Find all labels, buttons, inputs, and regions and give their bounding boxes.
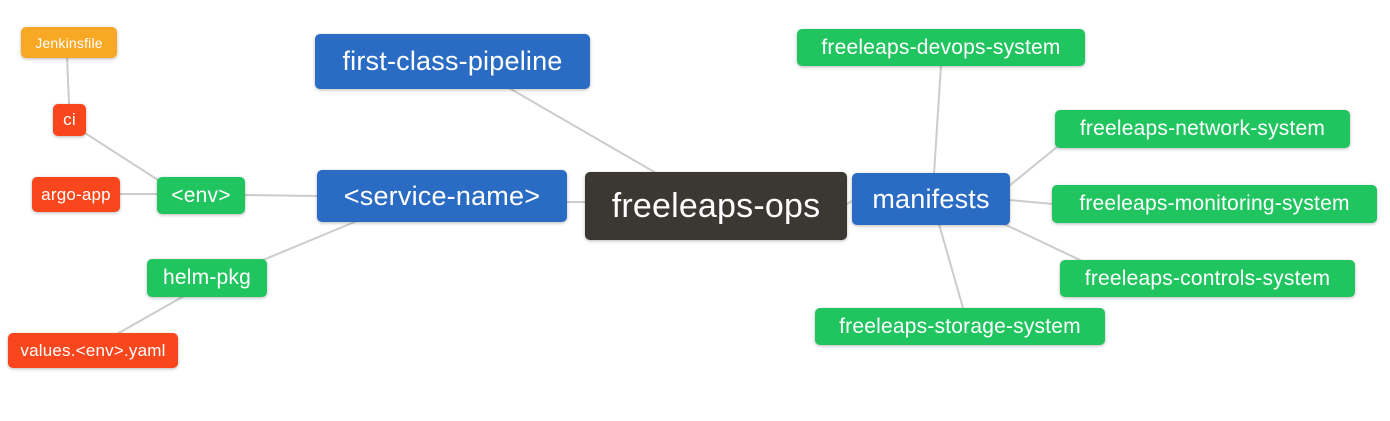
- node-freeleaps-storage-system[interactable]: freeleaps-storage-system: [815, 308, 1105, 345]
- edge-first-class-pipeline-root: [508, 87, 657, 174]
- node-freeleaps-devops-system[interactable]: freeleaps-devops-system: [797, 29, 1085, 66]
- edge-manifests-controls-system: [1003, 223, 1083, 262]
- edge-manifests-storage-system: [938, 223, 964, 309]
- edge-manifests-network-system: [1008, 146, 1058, 187]
- node-env[interactable]: <env>: [157, 177, 245, 214]
- node-freeleaps-network-system[interactable]: freeleaps-network-system: [1055, 110, 1350, 148]
- node-first-class-pipeline[interactable]: first-class-pipeline: [315, 34, 590, 89]
- node-freeleaps-monitoring-system[interactable]: freeleaps-monitoring-system: [1052, 185, 1377, 223]
- node-helm-pkg[interactable]: helm-pkg: [147, 259, 267, 297]
- edge-manifests-monitoring-system: [1008, 199, 1054, 205]
- node-manifests[interactable]: manifests: [852, 173, 1010, 225]
- node-freeleaps-controls-system[interactable]: freeleaps-controls-system: [1060, 260, 1355, 297]
- edge-ci-env: [84, 132, 159, 181]
- node-values-env-yaml[interactable]: values.<env>.yaml: [8, 333, 178, 368]
- edge-env-service-name: [244, 194, 318, 197]
- node-freeleaps-ops-root[interactable]: freeleaps-ops: [585, 172, 847, 240]
- node-argo-app[interactable]: argo-app: [32, 177, 120, 212]
- node-service-name[interactable]: <service-name>: [317, 170, 567, 222]
- edge-service-name-helm-pkg: [262, 220, 358, 261]
- edge-jenkinsfile-ci: [66, 56, 70, 105]
- node-ci[interactable]: ci: [53, 104, 86, 136]
- edge-manifests-devops-system: [933, 64, 942, 175]
- edge-helm-pkg-values-env-yaml: [116, 295, 185, 335]
- node-jenkinsfile[interactable]: Jenkinsfile: [21, 27, 117, 58]
